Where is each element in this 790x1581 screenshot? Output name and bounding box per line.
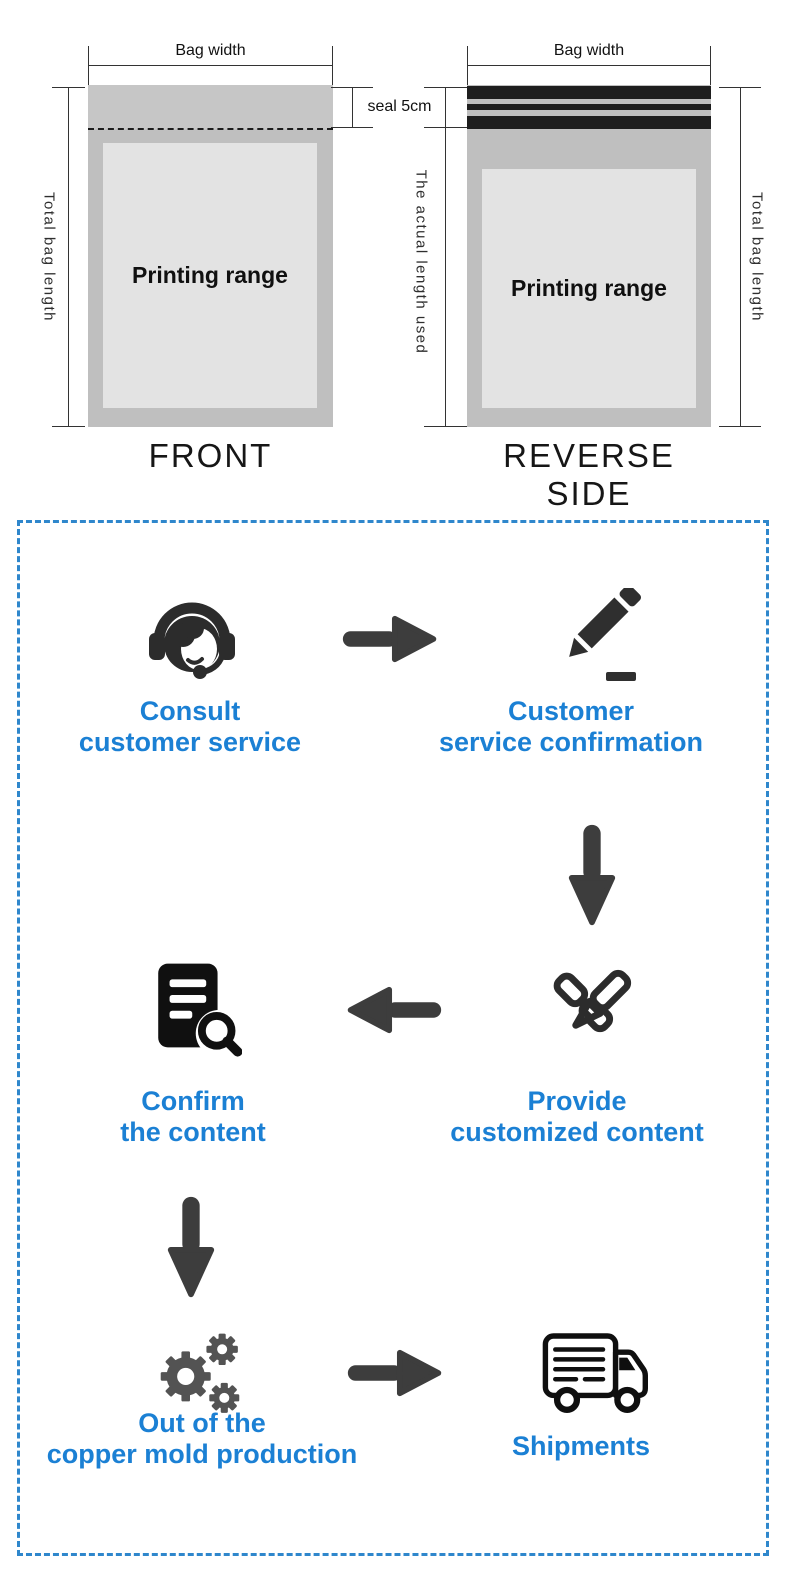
crossed-pens-icon	[553, 969, 632, 1033]
reverse-printing-range-area: Printing range	[482, 169, 696, 408]
step-label-consult-line1: Consult	[139, 696, 241, 726]
reverse-seal-stripe-3	[467, 116, 711, 129]
flowchart-dashed-border	[17, 520, 769, 1556]
step-label-service-confirmation: Customer service confirmation	[421, 696, 721, 758]
document-search-icon	[158, 963, 242, 1057]
front-bag-width-tick-left	[88, 46, 89, 85]
reverse-caption: REVERSE SIDE	[503, 437, 675, 512]
front-total-length-dim-line	[68, 87, 69, 427]
step-label-shipments-line1: Shipments	[511, 1431, 651, 1461]
front-total-length-tick-top	[52, 87, 85, 88]
step-label-production-line2: copper mold production	[46, 1439, 358, 1469]
step-label-consult-line2: customer service	[78, 727, 302, 757]
arrow-right-icon	[342, 615, 437, 663]
step-label-confirm: Confirm the content	[43, 1086, 343, 1148]
front-printing-range-area: Printing range	[103, 143, 317, 408]
reverse-actual-length-tick-bottom	[424, 426, 467, 427]
front-bag-seal-area	[88, 85, 333, 129]
front-bag-width-tick-right	[332, 46, 333, 85]
arrow-left-icon	[347, 986, 442, 1034]
reverse-bag-width-label: Bag width	[553, 42, 625, 59]
front-seal-fold-dashed-line	[88, 128, 333, 130]
step-label-production-line1: Out of the	[138, 1408, 266, 1438]
reverse-seal-stripe-2	[467, 104, 711, 110]
step-label-shipments: Shipments	[431, 1431, 731, 1462]
reverse-total-length-tick-top	[719, 87, 761, 88]
front-total-length-tick-bottom	[52, 426, 85, 427]
step-label-consult: Consult customer service	[40, 696, 340, 758]
reverse-actual-length-tick-mid	[424, 127, 467, 128]
reverse-actual-length-dim-line	[445, 87, 446, 427]
step-label-confirm-line1: Confirm	[141, 1086, 245, 1116]
step-label-confirm-line2: the content	[120, 1117, 266, 1147]
step-label-provide-line2: customized content	[450, 1117, 704, 1147]
seal-tick-top	[331, 87, 373, 88]
support-agent-icon	[149, 602, 235, 679]
reverse-seal-stripe-1	[467, 86, 711, 99]
arrow-right-icon	[347, 1349, 442, 1397]
reverse-actual-length-tick-top	[424, 87, 467, 88]
step-label-service-confirmation-line2: service confirmation	[438, 727, 704, 757]
seal-dim-line	[352, 87, 353, 128]
front-bag-width-label: Bag width	[175, 42, 246, 59]
pencil-edit-icon	[569, 588, 642, 681]
step-label-service-confirmation-line1: Customer	[507, 696, 635, 726]
seal-size-label: seal 5cm	[367, 98, 432, 115]
arrow-down-icon	[568, 824, 616, 926]
reverse-total-length-label: Total bag length	[748, 192, 766, 322]
seal-tick-bottom	[331, 127, 373, 128]
reverse-total-length-tick-bottom	[719, 426, 761, 427]
gears-icon	[160, 1333, 240, 1413]
front-bag-width-dim-line	[88, 65, 333, 66]
step-label-provide: Provide customized content	[427, 1086, 727, 1148]
step-label-production: Out of the copper mold production	[27, 1408, 377, 1470]
reverse-bag-width-tick-right	[710, 46, 711, 85]
delivery-truck-icon	[542, 1333, 648, 1413]
reverse-actual-length-label: The actual length used	[412, 169, 430, 355]
reverse-total-length-dim-line	[740, 87, 741, 427]
front-caption: FRONT	[148, 437, 273, 474]
reverse-bag-width-tick-left	[467, 46, 468, 85]
front-total-length-label: Total bag length	[40, 192, 58, 322]
reverse-bag-width-dim-line	[467, 65, 711, 66]
arrow-down-icon	[167, 1196, 215, 1298]
step-label-provide-line1: Provide	[527, 1086, 627, 1116]
